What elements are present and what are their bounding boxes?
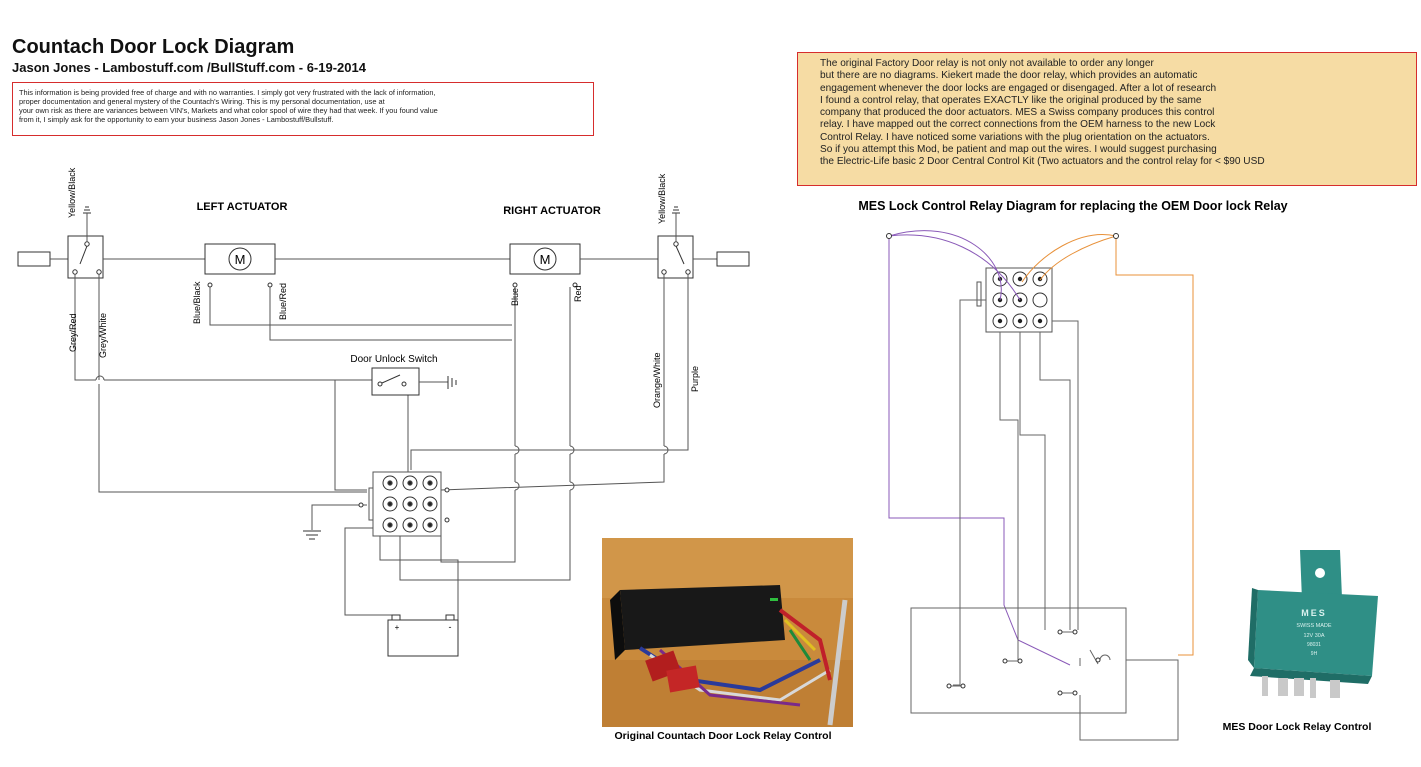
original-relay-photo [602, 538, 853, 727]
note-line: relay. I have mapped out the correct con… [820, 119, 1216, 131]
mes-wiring-diagram [886, 230, 1194, 741]
right-actuator-label: RIGHT ACTUATOR [503, 205, 601, 217]
wire-label-grey-red: Grey/Red [68, 313, 78, 352]
left-wiring-diagram [17, 206, 750, 657]
mes-label-line: 9H [1311, 651, 1318, 657]
mes-relay-photo [1248, 550, 1378, 698]
right-motor-symbol: M [540, 252, 551, 267]
mes-logo-text: MES [1301, 608, 1327, 618]
disclaimer-line: This information is being provided free … [19, 88, 436, 97]
wire-label-grey-white: Grey/White [98, 313, 108, 358]
wire-label-orange-white: Orange/White [652, 352, 662, 408]
disclaimer-line: your own risk as there are variances bet… [19, 106, 438, 115]
note-line: The original Factory Door relay is not o… [820, 58, 1154, 69]
wire-label-blue-black: Blue/Black [192, 281, 202, 324]
author-line: Jason Jones - Lambostuff.com /BullStuff.… [12, 60, 366, 75]
wire-label-yellow-black-right: Yellow/Black [657, 173, 667, 224]
disclaimer-line: proper documentation and general mystery… [19, 97, 385, 106]
note-line: I found a control relay, that operates E… [820, 94, 1202, 106]
note-line: So if you attempt this Mod, be patient a… [820, 144, 1217, 156]
right-connector-plug [716, 251, 750, 267]
page-title: Countach Door Lock Diagram [12, 36, 295, 58]
battery [387, 619, 459, 657]
left-connector-plug [17, 251, 51, 267]
battery-minus-label: - [449, 622, 452, 632]
battery-plus-label: + [395, 623, 400, 632]
wire-label-yellow-black-left: Yellow/Black [67, 167, 77, 218]
left-actuator-label: LEFT ACTUATOR [197, 201, 288, 213]
wire-label-purple: Purple [690, 366, 700, 392]
mes-diagram-title: MES Lock Control Relay Diagram for repla… [858, 199, 1287, 213]
note-line: engagement whenever the door locks are e… [820, 82, 1217, 94]
note-line: Control Relay. I have noticed some varia… [820, 131, 1210, 143]
wire-label-blue-red: Blue/Red [278, 283, 288, 320]
door-unlock-switch [371, 367, 420, 396]
wire-label-blue: Blue [510, 288, 520, 306]
left-motor-symbol: M [235, 252, 246, 267]
original-relay-caption: Original Countach Door Lock Relay Contro… [614, 730, 831, 742]
mes-label-line: 98031 [1307, 642, 1321, 648]
mes-relay-caption: MES Door Lock Relay Control [1223, 721, 1372, 733]
note-line: the Electric-Life basic 2 Door Central C… [820, 156, 1265, 168]
relay-note-box: The original Factory Door relay is not o… [797, 52, 1417, 186]
wire-label-red: Red [573, 285, 583, 302]
note-line: company that produced the door actuators… [820, 107, 1215, 119]
mes-label-line: 12V 30A [1303, 633, 1324, 639]
disclaimer-box: This information is being provided free … [12, 82, 594, 136]
mes-label-line: SWISS MADE [1296, 623, 1331, 629]
disclaimer-line: from it, I simply ask for the opportunit… [19, 115, 334, 124]
door-unlock-switch-label: Door Unlock Switch [350, 354, 437, 365]
note-line: but there are no diagrams. Kiekert made … [820, 70, 1198, 82]
